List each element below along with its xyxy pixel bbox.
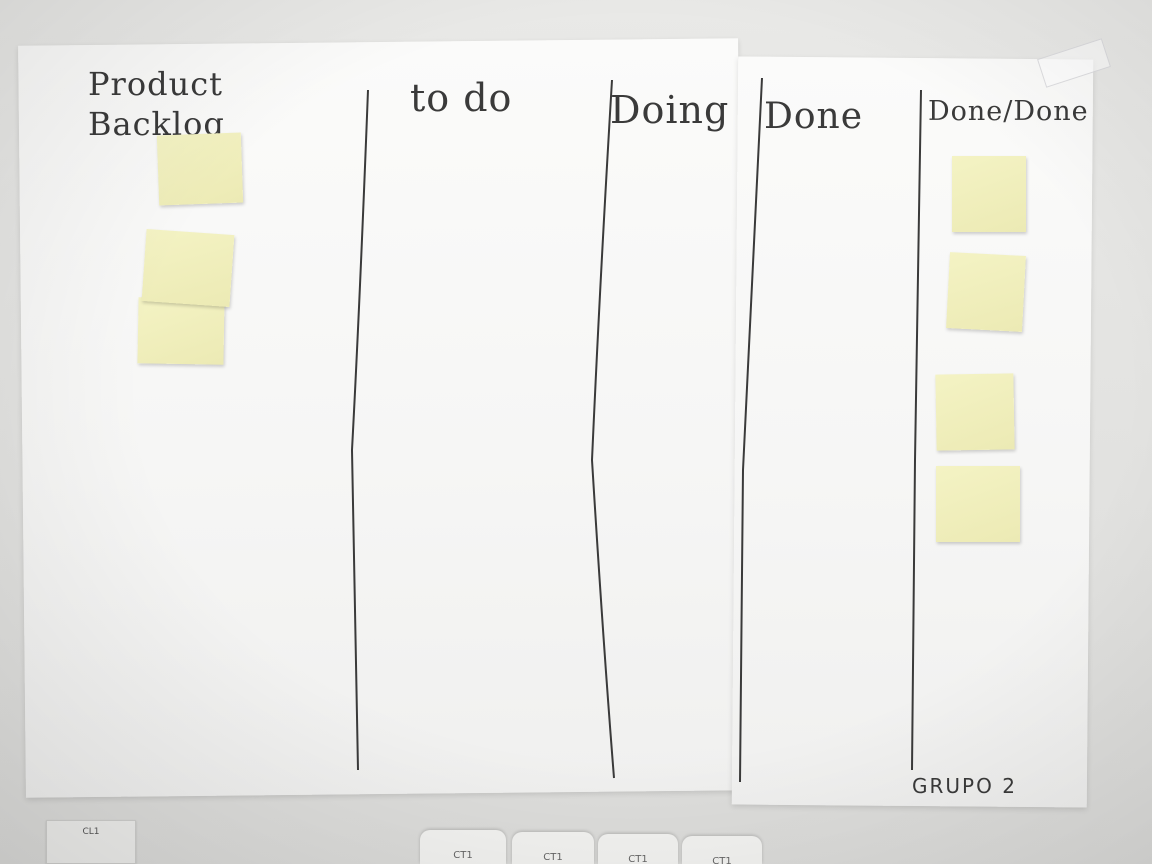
wall-socket-1: CT1	[420, 830, 506, 864]
wall-socket-3: CT1	[598, 834, 678, 864]
wall-socket-4: CT1	[682, 836, 762, 864]
wall-socket-3-label: CT1	[628, 854, 648, 864]
sticky-note-backlog-1	[156, 132, 244, 206]
sticky-note-backlog-2	[137, 297, 225, 365]
group-label: GRUPO 2	[912, 774, 1017, 798]
sticky-note-done-done-2	[946, 252, 1026, 332]
sticky-note-backlog-3	[141, 229, 235, 307]
wall-socket-4-label: CT1	[712, 856, 732, 864]
group-label-text: GRUPO 2	[912, 774, 1017, 798]
header-product-backlog: Product Backlog	[88, 64, 338, 144]
header-to-do-text: to do	[410, 76, 513, 120]
sticky-note-done-done-3	[935, 373, 1015, 451]
header-done-text: Done	[764, 96, 864, 137]
wall-socket-2-label: CT1	[543, 852, 563, 863]
header-done-done: Done/Done	[928, 96, 1089, 127]
wall-socket-1-label: CT1	[453, 850, 473, 861]
header-product-backlog-text: Product Backlog	[88, 65, 225, 143]
header-done: Done	[764, 96, 863, 137]
sticky-note-done-done-1	[952, 156, 1026, 232]
wall-switch-label: CL1	[82, 827, 100, 837]
wall-socket-2: CT1	[512, 832, 594, 864]
header-doing-text: Doing	[610, 88, 730, 132]
header-doing: Doing	[610, 88, 729, 132]
divider-line-1	[350, 89, 369, 771]
header-to-do: to do	[410, 76, 512, 120]
wall-switch: CL1	[46, 820, 136, 864]
sticky-note-done-done-4	[936, 466, 1020, 542]
divider-line-3	[739, 77, 763, 783]
divider-line-2	[590, 79, 615, 779]
divider-line-4	[911, 89, 922, 771]
header-done-done-text: Done/Done	[928, 96, 1089, 127]
